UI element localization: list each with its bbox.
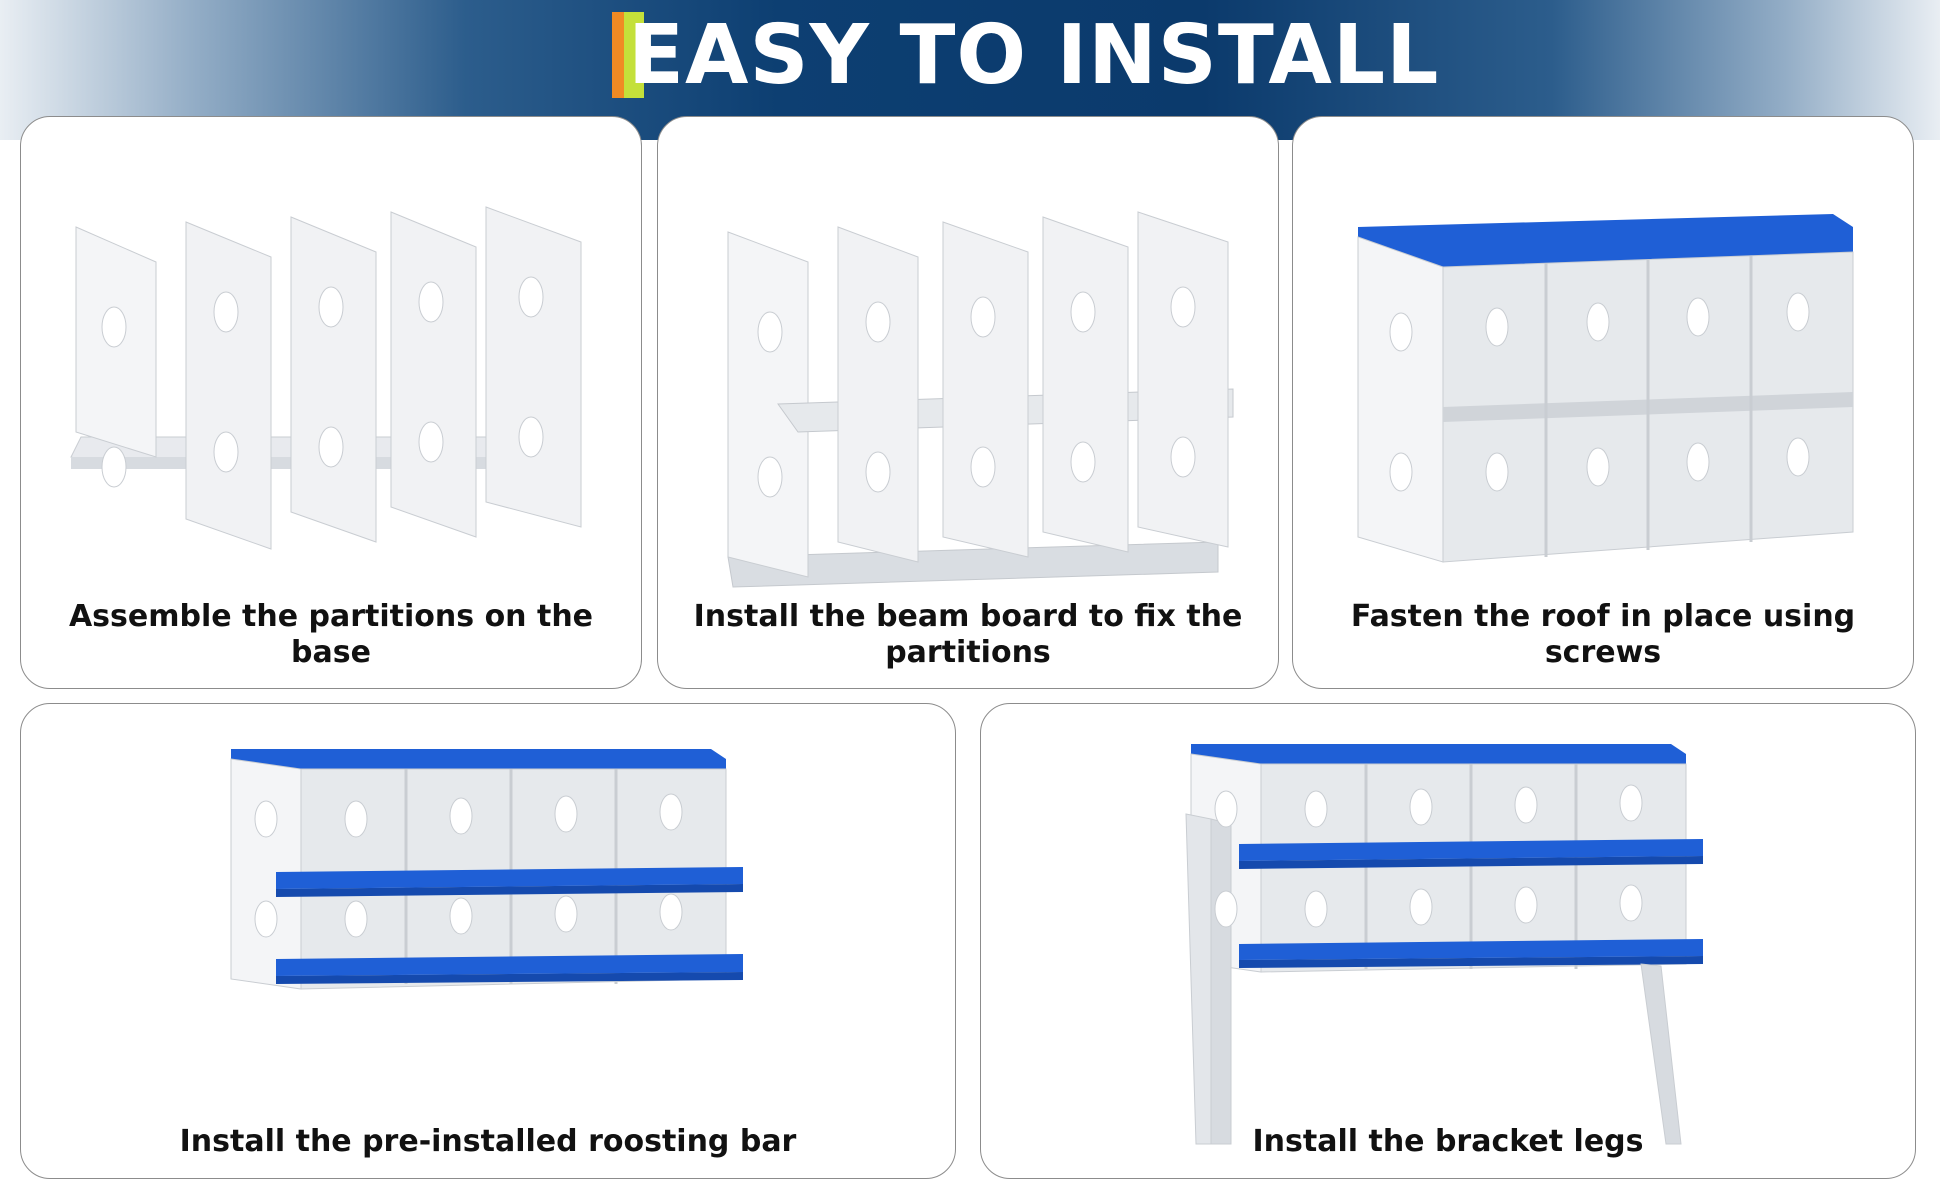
step-card-5: Install the bracket legs [980,703,1916,1179]
accent-bar-lime [624,12,644,98]
step-caption-2: Install the beam board to fix the partit… [693,599,1243,670]
beam-board-image [727,211,1234,588]
page-title: EASY TO INSTALL [628,8,1440,103]
roosting-bar-image [230,749,743,990]
step-caption-3: Fasten the roof in place using screws [1350,599,1856,670]
step-caption-4: Install the pre-installed roosting bar [179,1124,797,1159]
roof-image [1357,214,1854,563]
step-card-4: Install the pre-installed roosting bar [20,703,956,1179]
step-card-3: Fasten the roof in place using screws [1292,116,1914,689]
partitions-on-base-image [70,206,582,550]
bracket-legs-image [1185,744,1703,1145]
step-caption-5: Install the bracket legs [1252,1124,1644,1159]
accent-bar-orange [612,12,624,98]
step-caption-1: Assemble the partitions on the base [68,599,594,670]
step-card-2: Install the beam board to fix the partit… [657,116,1279,689]
step-card-1: Assemble the partitions on the base [20,116,642,689]
